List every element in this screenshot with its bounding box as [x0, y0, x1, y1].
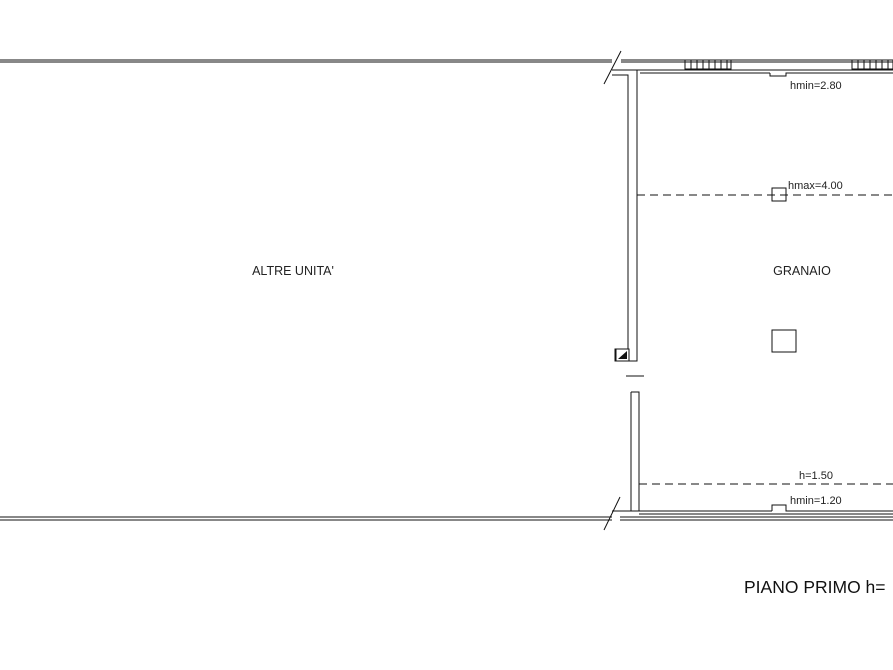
break-marks	[603, 50, 622, 531]
dividing-wall-upper	[612, 69, 638, 362]
chimney-flue-icon	[615, 348, 630, 362]
top-window-right	[851, 59, 893, 70]
outer-boundary	[0, 59, 612, 521]
height-label: h=1.50	[799, 470, 833, 482]
granaio-bottom-wall	[620, 504, 893, 521]
top-window-left	[684, 59, 732, 70]
hmax-label: hmax=4.00	[788, 180, 843, 192]
granaio-top-wall	[621, 59, 893, 77]
ridge-marker	[771, 187, 787, 202]
room-label-altre-unita: ALTRE UNITA'	[252, 264, 334, 278]
floor-title: PIANO PRIMO h=	[744, 577, 886, 597]
roof-hatch-icon	[771, 329, 797, 353]
hmin-top-label: hmin=2.80	[790, 80, 842, 92]
room-label-granaio: GRANAIO	[773, 264, 831, 278]
hmin-bottom-label: hmin=1.20	[790, 495, 842, 507]
dividing-wall-lower	[612, 391, 640, 512]
